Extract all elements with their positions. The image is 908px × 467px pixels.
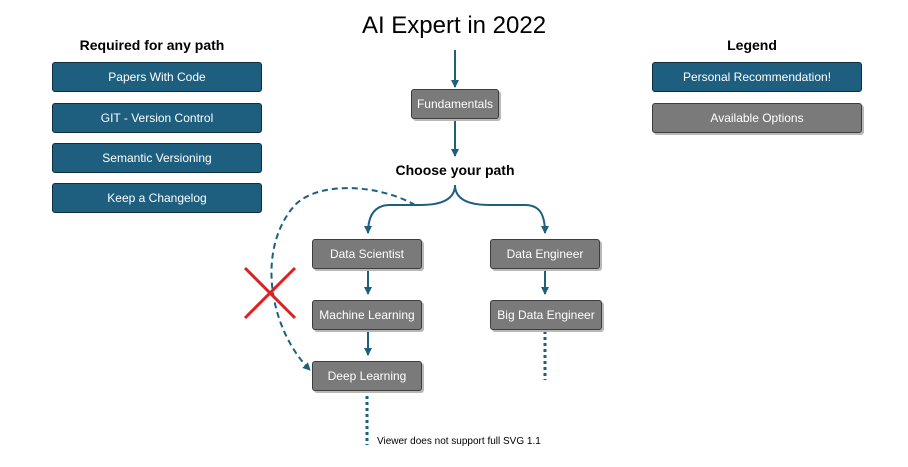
diagram-title: AI Expert in 2022 — [361, 12, 547, 39]
node-data-engineer: Data Engineer — [490, 239, 600, 269]
choose-path-label: Choose your path — [395, 162, 515, 178]
arrow-choose-data-engineer — [454, 184, 549, 234]
legend-recommendation: Personal Recommendation! — [652, 62, 862, 92]
node-big-data-engineer: Big Data Engineer — [490, 300, 602, 330]
required-heading: Required for any path — [79, 37, 225, 53]
arrow-choose-data-scientist — [364, 184, 456, 234]
node-deep-learning: Deep Learning — [312, 361, 422, 391]
required-item-semantic-versioning: Semantic Versioning — [52, 143, 262, 173]
required-item-papers-with-code: Papers With Code — [52, 62, 262, 92]
required-item-changelog: Keep a Changelog — [52, 183, 262, 213]
node-fundamentals: Fundamentals — [411, 89, 499, 119]
node-data-scientist: Data Scientist — [312, 239, 422, 269]
required-item-git: GIT - Version Control — [52, 103, 262, 133]
node-machine-learning: Machine Learning — [312, 300, 422, 330]
dashed-skip-arrow — [270, 187, 416, 371]
legend-available-options: Available Options — [652, 103, 862, 133]
legend-heading: Legend — [727, 37, 777, 53]
cross-out-mark — [243, 266, 297, 320]
svg-support-note: Viewer does not support full SVG 1.1 — [377, 436, 541, 447]
